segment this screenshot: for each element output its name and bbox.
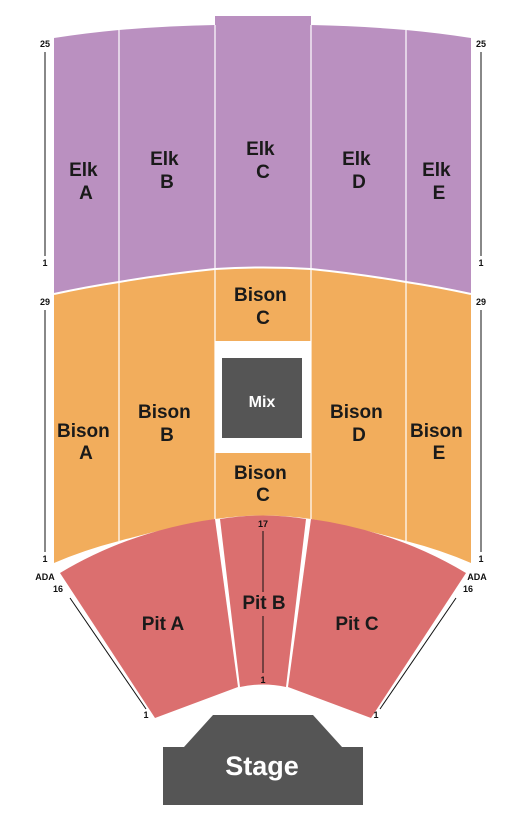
section-elk-d[interactable]	[311, 25, 406, 282]
label-elk-b: Elk B	[150, 149, 184, 193]
section-elk-c[interactable]	[215, 16, 311, 269]
label-pit-a: Pit A	[142, 614, 185, 635]
section-dividers	[53, 25, 472, 541]
label-elk-a: Elk A	[69, 160, 103, 204]
section-bison-d[interactable]	[311, 269, 406, 541]
row-guides	[44, 52, 482, 710]
ada-label: ADA	[467, 572, 487, 582]
label-pit-b: Pit B	[242, 593, 285, 614]
row-number: 1	[143, 710, 148, 720]
row-number: 1	[478, 554, 483, 564]
row-number: 1	[42, 258, 47, 268]
section-elk-e[interactable]	[406, 30, 471, 294]
label-elk-d: Elk D	[342, 149, 376, 193]
row-number: 16	[463, 584, 473, 594]
row-number: 25	[40, 39, 50, 49]
section-bison-a[interactable]	[54, 282, 119, 563]
row-numbers: 25 1 29 1 25 1 29 1 17 1 ADA 16 1 ADA 16…	[35, 39, 487, 720]
row-number: 29	[40, 297, 50, 307]
section-pit-b[interactable]	[220, 515, 306, 688]
label-bison-c-lower: Bison C	[234, 463, 292, 506]
pit-level	[60, 515, 466, 718]
row-number: 1	[260, 675, 265, 685]
label-bison-e: Bison E	[410, 421, 468, 464]
section-elk-b[interactable]	[119, 25, 215, 282]
label-bison-d: Bison D	[330, 402, 388, 446]
row-number: 1	[42, 554, 47, 564]
label-elk-e: Elk E	[422, 160, 456, 204]
label-bison-a: Bison A	[57, 421, 115, 464]
stage: Stage	[163, 715, 363, 805]
row-number: 1	[373, 710, 378, 720]
label-bison-c-upper: Bison C	[234, 285, 292, 329]
section-bison-b[interactable]	[119, 269, 215, 541]
ada-label: ADA	[35, 572, 55, 582]
label-elk-c: Elk C	[246, 139, 280, 183]
section-pit-a[interactable]	[60, 519, 238, 718]
row-number: 16	[53, 584, 63, 594]
bison-level	[54, 267, 471, 563]
label-pit-c: Pit C	[335, 614, 379, 635]
row-number: 29	[476, 297, 486, 307]
section-bison-e[interactable]	[406, 282, 471, 563]
section-elk-a[interactable]	[54, 30, 119, 294]
mix-position: Mix	[222, 358, 302, 438]
mix-label: Mix	[249, 394, 276, 411]
section-bison-c-lower[interactable]	[215, 453, 311, 519]
elk-level	[54, 16, 471, 294]
section-labels: Elk A Elk B Elk C Elk D Elk E Bison A Bi…	[57, 139, 468, 635]
row-number: 17	[258, 519, 268, 529]
row-number: 1	[478, 258, 483, 268]
label-bison-b: Bison B	[138, 402, 196, 446]
section-pit-c[interactable]	[288, 519, 466, 718]
section-bison-c-upper[interactable]	[215, 267, 311, 342]
stage-label: Stage	[225, 751, 299, 781]
stage-shape	[163, 715, 363, 805]
row-number: 25	[476, 39, 486, 49]
mix-box	[222, 358, 302, 438]
